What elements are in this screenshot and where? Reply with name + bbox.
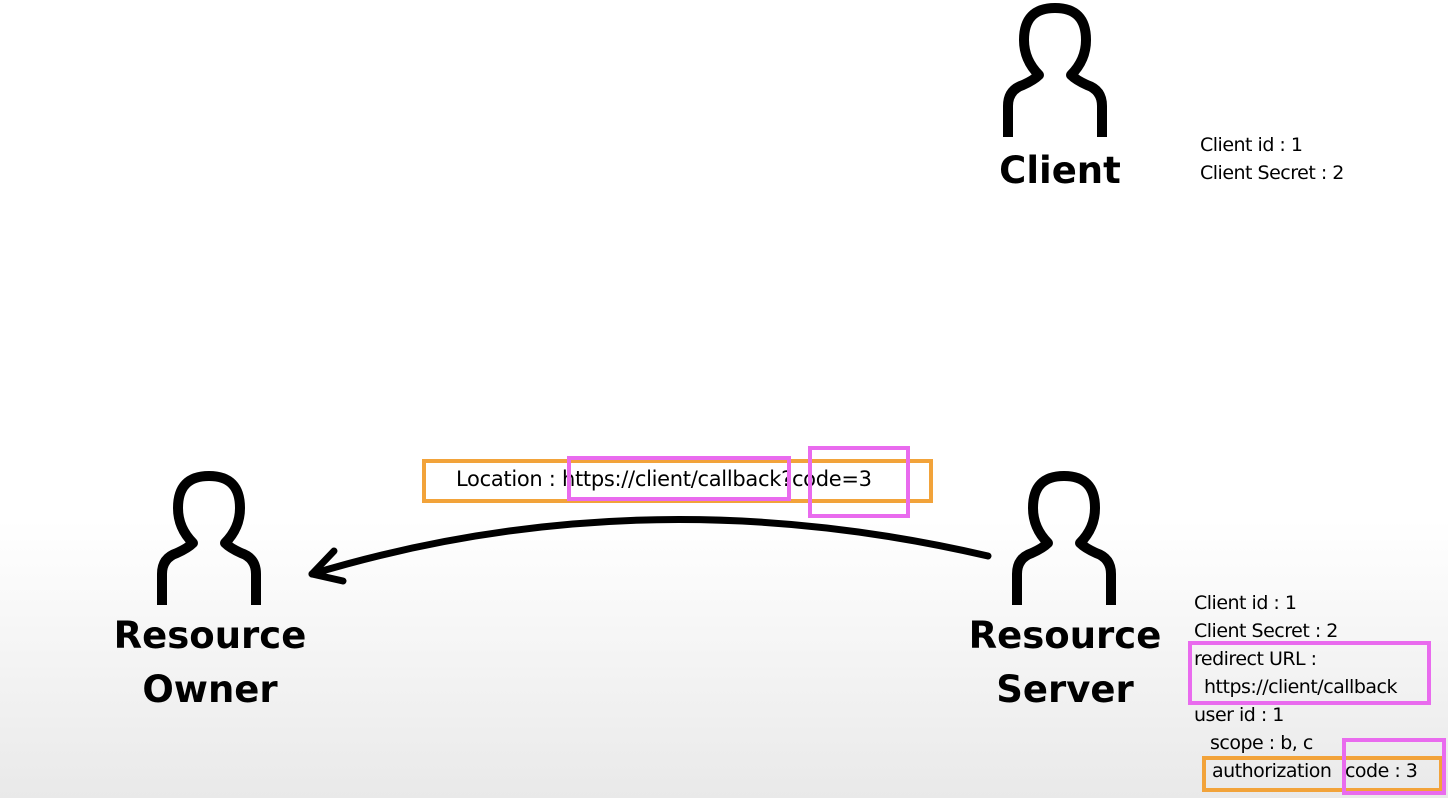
- client-id-text: Client id : 1: [1200, 134, 1303, 156]
- location-separator: ?: [781, 467, 792, 491]
- resource-owner-person-icon: [157, 471, 261, 605]
- server-authorization-line: authorization code : 3: [1194, 757, 1418, 785]
- server-scope-text: scope : b, c: [1210, 732, 1313, 754]
- server-code-text: code : 3: [1344, 760, 1418, 782]
- server-redirect-value: https://client/callback: [1204, 676, 1398, 698]
- client-label: Client: [999, 149, 1121, 192]
- location-message: Location : https://client/callback?code=…: [456, 464, 872, 494]
- location-code: code=3: [791, 467, 872, 491]
- callback-url-highlight: [567, 456, 791, 501]
- server-authorization-text: authorization: [1212, 760, 1332, 782]
- resource-server-person-icon: [1012, 471, 1116, 605]
- client-secret-text: Client Secret : 2: [1200, 162, 1344, 184]
- server-client-secret-text: Client Secret : 2: [1194, 620, 1338, 642]
- server-redirect-label: redirect URL :: [1194, 648, 1317, 670]
- redirect-url-highlight: [1188, 641, 1431, 705]
- resource-server-label: Resource Server: [968, 614, 1162, 711]
- server-info: Client id : 1 Client Secret : 2 redirect…: [1194, 589, 1418, 785]
- client-person-icon: [1003, 3, 1107, 137]
- arrow-left-icon: [308, 516, 992, 585]
- client-info: Client id : 1 Client Secret : 2: [1200, 131, 1344, 187]
- location-label: Location :: [456, 467, 562, 491]
- server-code-highlight: [1342, 738, 1446, 795]
- location-header-highlight: [422, 459, 933, 503]
- code-highlight: [808, 446, 910, 518]
- resource-owner-label: Resource Owner: [113, 614, 307, 711]
- location-url: https://client/callback: [561, 467, 782, 491]
- authorization-code-highlight: [1202, 756, 1443, 792]
- server-user-id-text: user id : 1: [1194, 704, 1284, 726]
- server-client-id-text: Client id : 1: [1194, 592, 1297, 614]
